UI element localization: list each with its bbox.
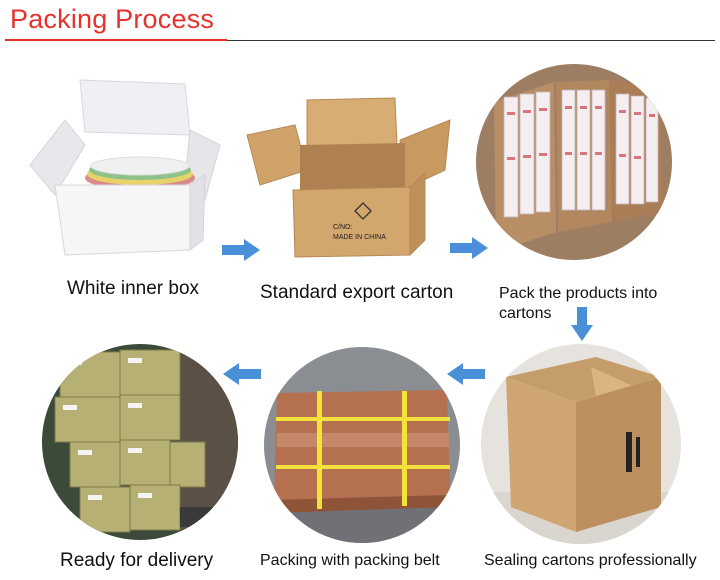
belted-carton-image [264,347,460,543]
export-carton-image: C/NO: MADE IN CHINA [246,97,451,258]
stacked-cartons-image [42,344,238,540]
arrow-down-icon [571,307,593,341]
step-label-ready-for-delivery: Ready for delivery [60,550,214,571]
step-label-packing-belt: Packing with packing belt [260,552,440,569]
step-label-white-inner-box: White inner box [67,278,200,299]
sealed-carton-image [481,344,681,544]
title-underline [227,40,715,41]
carton-print-made-in: MADE IN CHINA [333,234,386,241]
arrow-left-icon [447,363,485,385]
packed-cartons-image [476,64,672,260]
step-label-export-carton: Standard export carton [260,282,454,303]
arrow-left-icon [223,363,261,385]
step-label-pack-products: Pack the products into cartons [499,285,658,322]
page-title: Packing Process [10,4,215,34]
title-underline-accent [5,39,227,41]
arrow-right-icon [450,237,488,259]
step-label-sealing: Sealing cartons professionally [484,552,697,569]
carton-print-cno: C/NO: [333,224,353,231]
arrow-right-icon [222,239,260,261]
white-inner-box-image [29,79,221,256]
